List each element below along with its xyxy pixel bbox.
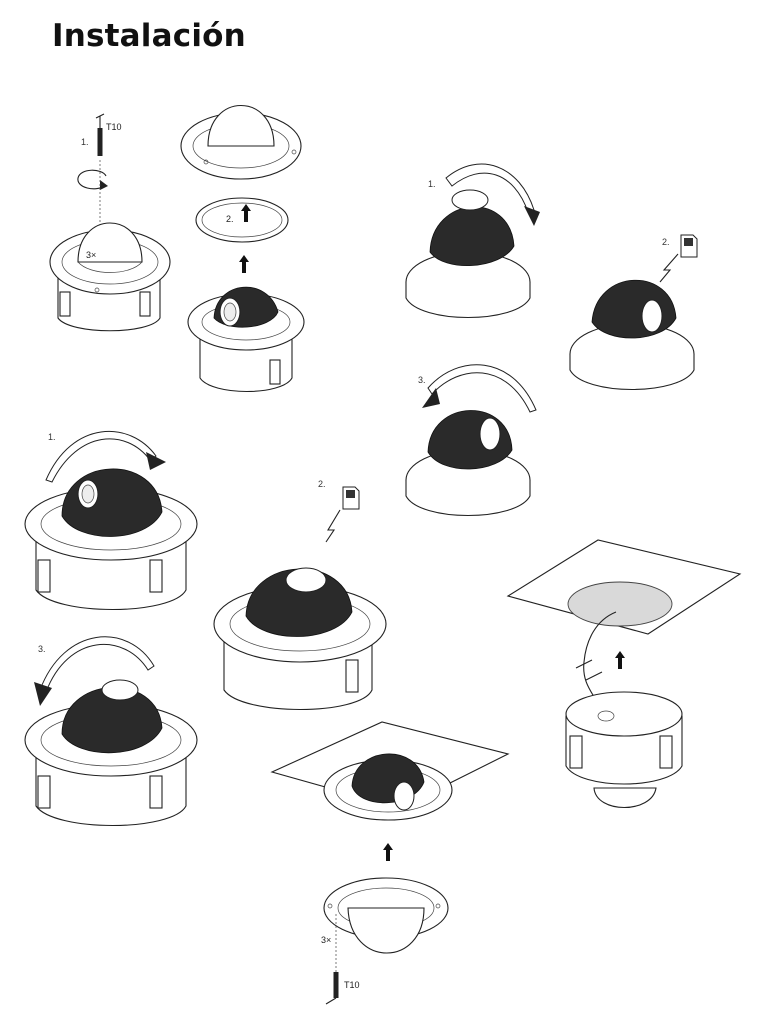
step-ceiling-mount-cable [506,539,742,808]
t10-key-icon [95,113,105,156]
step-number: 2. [318,479,326,489]
step-insert-sd-card-surface: 1. 2. 3. [405,163,698,516]
rotate-arrow-icon [77,169,107,190]
step-remove-trim-ring: 2. [180,104,305,392]
step-insert-sd-card-flush: 1. 2. 3. [24,431,387,827]
tool-label: T10 [344,980,360,990]
arrow-up-icon [615,651,625,669]
arrow-up-icon [383,843,393,861]
screw-count-label: 3× [86,250,96,260]
step-number: 3. [38,644,46,654]
step-number: 1. [428,179,436,189]
t10-key-icon [325,972,339,1005]
tool-label: T10 [106,122,122,132]
rotate-arrow-icon [39,636,155,693]
step-number: 2. [662,237,670,247]
rotate-arrow-icon [427,364,537,413]
step-number: 2. [226,214,234,224]
ceiling-hole [567,581,673,627]
step-number: 1. [81,137,89,147]
step-remove-dome-housing: T10 1. 3× [49,113,171,332]
step-attach-dome-ceiling: 3× T10 [270,721,510,1005]
sd-card-icon [680,234,698,258]
page-title: Instalación [52,18,246,54]
screw-count-label: 3× [321,935,331,945]
sd-card-icon [342,486,360,510]
step-number: 1. [48,432,56,442]
step-number: 3. [418,375,426,385]
arrow-up-icon [239,255,249,273]
